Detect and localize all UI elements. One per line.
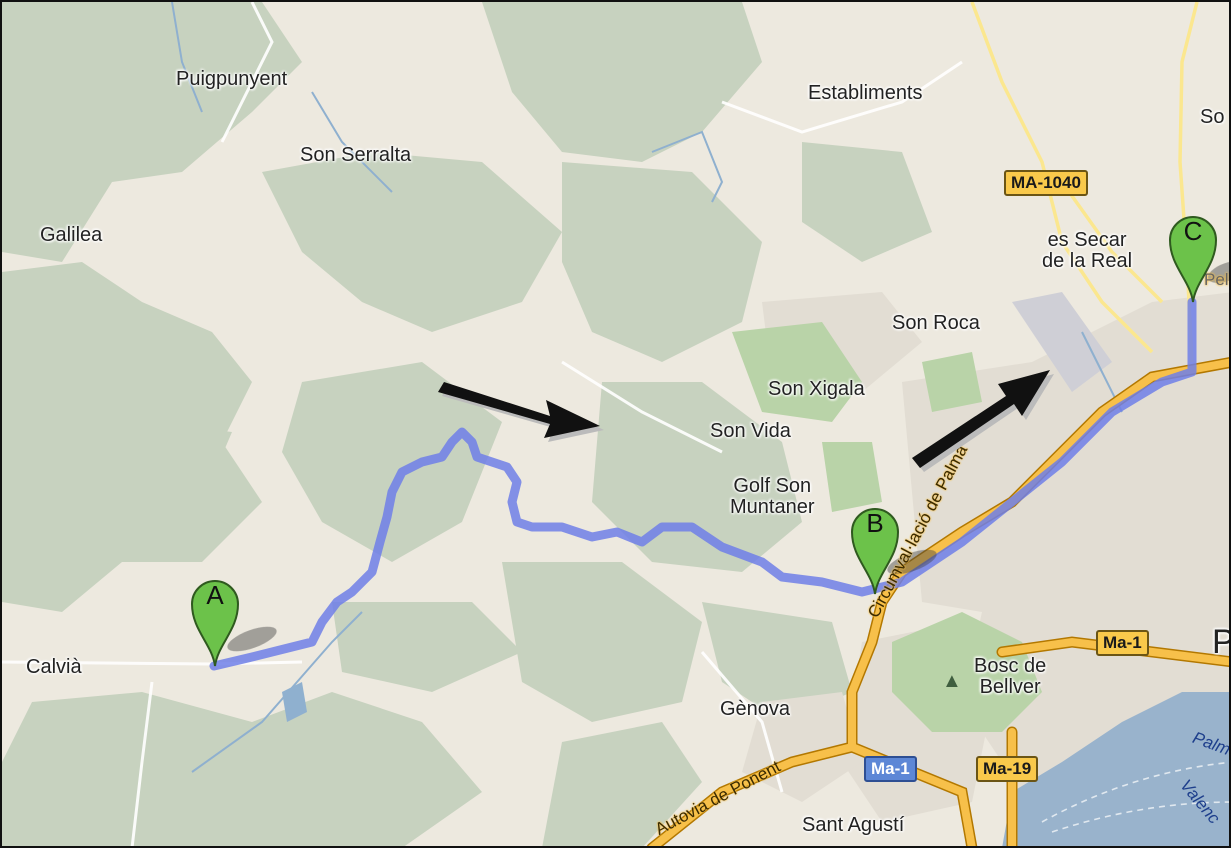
- map-pin-icon: [1168, 216, 1218, 303]
- place-golf-son-muntaner[interactable]: Golf Son Muntaner: [730, 476, 815, 518]
- place-sant-agusti[interactable]: Sant Agustí: [802, 814, 905, 836]
- map-pin-icon: [850, 508, 900, 595]
- route-marker-a[interactable]: A: [188, 574, 242, 670]
- place-es-secar-line1: es Secar: [1047, 229, 1127, 251]
- place-galilea[interactable]: Galilea: [40, 224, 103, 246]
- grey-area: [1012, 292, 1112, 392]
- forest-areas: [2, 2, 932, 846]
- place-son-serralta[interactable]: Son Serralta: [300, 144, 412, 166]
- route-marker-c[interactable]: C: [1166, 210, 1220, 306]
- ferry-lines: [1041, 761, 1229, 833]
- road-shield-ma-1040[interactable]: MA-1040: [1004, 170, 1088, 196]
- place-son-vida[interactable]: Son Vida: [710, 420, 791, 442]
- route-marker-c-label: C: [1183, 216, 1203, 246]
- place-calvia[interactable]: Calvià: [26, 656, 82, 678]
- sea-area: [1002, 692, 1229, 846]
- park-areas: [732, 322, 1042, 732]
- place-golf-line1: Golf Son: [733, 475, 812, 497]
- place-genova[interactable]: Gènova: [720, 698, 791, 720]
- place-puigpunyent[interactable]: Puigpunyent: [176, 68, 288, 90]
- place-es-secar-line2: de la Real: [1042, 250, 1133, 272]
- road-shield-ma-1-east[interactable]: Ma-1: [1096, 630, 1149, 656]
- route-marker-b-label: B: [866, 508, 884, 538]
- marker-shadows: [227, 261, 1229, 652]
- place-establiments[interactable]: Establiments: [808, 82, 923, 104]
- route-line: [209, 297, 1197, 671]
- map-pin-icon: [190, 580, 240, 667]
- road-shield-ma-1-south[interactable]: Ma-1: [864, 756, 917, 782]
- tree-icon: ▲: [942, 670, 962, 692]
- arrow-right-icon: [438, 382, 604, 442]
- reservoir: [282, 682, 307, 722]
- secondary-roads: [970, 2, 1199, 363]
- road-shield-ma-19[interactable]: Ma-19: [976, 756, 1039, 782]
- place-son-roca[interactable]: Son Roca: [892, 312, 980, 334]
- route-marker-a-label: A: [206, 580, 224, 610]
- place-golf-line2: Muntaner: [730, 496, 815, 518]
- place-palma-edge[interactable]: P: [1212, 624, 1229, 660]
- place-bosc-line2: Bellver: [979, 676, 1041, 698]
- arrow-up-right-icon: [912, 370, 1054, 472]
- road-name-pel-edge[interactable]: Pel: [1204, 270, 1229, 289]
- place-es-secar[interactable]: es Secar de la Real: [1042, 230, 1132, 272]
- place-bosc-line1: Bosc de: [974, 655, 1047, 677]
- place-son-edge[interactable]: So: [1200, 106, 1225, 128]
- major-roads: [648, 358, 1229, 846]
- route-marker-b[interactable]: B: [848, 502, 902, 598]
- minor-roads: [2, 2, 963, 846]
- place-son-xigala[interactable]: Son Xigala: [768, 378, 865, 400]
- place-bosc-de-bellver[interactable]: Bosc de Bellver: [974, 656, 1046, 698]
